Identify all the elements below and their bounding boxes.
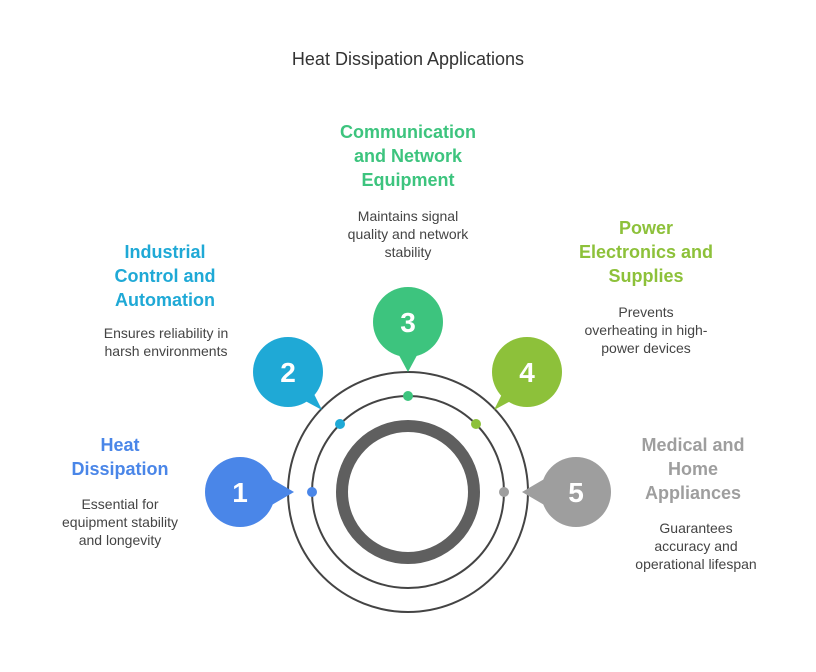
item-4-heading: Power Electronics and Supplies (578, 218, 714, 286)
item-5-description: Guarantees accuracy and operational life… (635, 520, 757, 572)
item-1-description: Essential for equipment stability and lo… (62, 496, 178, 548)
bubble-3-number: 3 (400, 307, 416, 338)
diagram-title: Heat Dissipation Applications (291, 49, 525, 69)
item-3-heading: Communication and Network Equipment (339, 122, 476, 190)
bubble-4-number: 4 (519, 357, 535, 388)
dot-5 (499, 487, 509, 497)
item-3-description: Maintains signal quality and network sta… (347, 208, 469, 260)
item-1-heading: Heat Dissipation (71, 435, 169, 479)
dot-1 (307, 487, 317, 497)
bubble-1: 1 (205, 457, 294, 527)
dot-4 (471, 419, 481, 429)
bubble-5-number: 5 (568, 477, 584, 508)
item-2-heading: Industrial Control and Automation (114, 242, 216, 310)
bubble-5: 5 (522, 457, 611, 527)
bubble-3: 3 (373, 287, 443, 372)
item-5-heading: Medical and Home Appliances (641, 435, 745, 503)
item-2-description: Ensures reliability in harsh environment… (103, 325, 229, 359)
dot-2 (335, 419, 345, 429)
bubble-2-number: 2 (280, 357, 296, 388)
outer-ring (287, 371, 529, 613)
bubble-1-number: 1 (232, 477, 248, 508)
dot-3 (403, 391, 413, 401)
item-4-description: Prevents overheating in high- power devi… (584, 304, 708, 356)
bubble-2: 2 (253, 337, 323, 410)
bubble-4: 4 (492, 337, 562, 410)
center-hub (336, 420, 480, 564)
